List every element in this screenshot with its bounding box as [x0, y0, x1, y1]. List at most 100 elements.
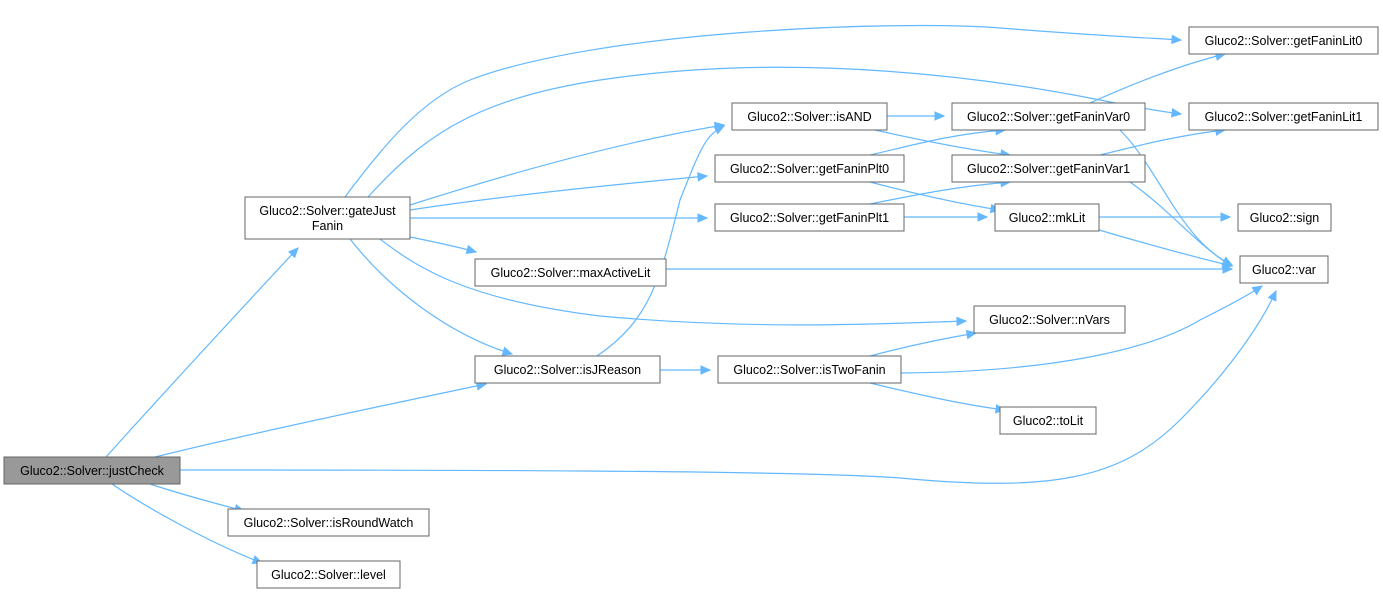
nodes-layer: Gluco2::Solver::justCheckGluco2::Solver:… [3, 26, 1379, 589]
node-label: Gluco2::Solver::getFaninLit0 [1205, 34, 1363, 48]
node-label: Gluco2::Solver::justCheck [20, 464, 165, 478]
node-nVars[interactable]: Gluco2::Solver::nVars [973, 305, 1126, 334]
edge-line [1089, 53, 1226, 104]
edge-maxActiveLit-to-var [666, 264, 1234, 274]
node-label: Gluco2::var [1252, 263, 1316, 277]
node-label: Gluco2::Solver::isRoundWatch [244, 516, 414, 530]
node-box [3, 456, 181, 485]
node-box [951, 102, 1146, 131]
edge-isTwoFanin-to-nVars [869, 329, 978, 357]
node-box [973, 305, 1126, 334]
node-box [731, 102, 888, 131]
node-box [1188, 102, 1379, 131]
edge-gateJustFanin-to-isAND [409, 121, 726, 206]
edge-line [869, 332, 977, 357]
node-mkLit[interactable]: Gluco2::mkLit [994, 203, 1100, 232]
node-toLit[interactable]: Gluco2::toLit [999, 406, 1097, 435]
edge-line [111, 483, 263, 564]
node-getFaninVar1[interactable]: Gluco2::Solver::getFaninVar1 [951, 154, 1146, 183]
edge-line [105, 247, 299, 458]
node-getFaninLit1[interactable]: Gluco2::Solver::getFaninLit1 [1188, 102, 1379, 131]
node-box [1239, 255, 1329, 284]
edge-line [409, 236, 477, 253]
edge-gateJustFanin-to-isJReason [349, 238, 514, 356]
node-label: Gluco2::toLit [1013, 414, 1084, 428]
node-label: Fanin [312, 219, 343, 233]
node-level[interactable]: Gluco2::Solver::level [256, 560, 401, 589]
edge-isTwoFanin-to-var [900, 285, 1264, 374]
edge-line [869, 181, 1001, 211]
edge-isJReason-to-isAND [596, 125, 726, 357]
node-label: Gluco2::Solver::isTwoFanin [733, 363, 885, 377]
edge-line [1098, 229, 1233, 267]
node-getFaninLit0[interactable]: Gluco2::Solver::getFaninLit0 [1188, 26, 1379, 55]
arrowhead-icon [1220, 212, 1232, 222]
edge-getFaninPlt1-to-mkLit [904, 212, 989, 222]
node-box [1188, 26, 1379, 55]
node-box [714, 154, 905, 183]
arrowhead-icon [977, 212, 989, 222]
arrowhead-icon [956, 316, 968, 327]
edge-isAND-to-getFaninVar1 [874, 129, 1012, 159]
edge-line [869, 181, 1011, 205]
node-box [994, 203, 1100, 232]
edge-gateJustFanin-to-nVars [379, 238, 968, 327]
edge-justCheck-to-isJReason [154, 381, 488, 458]
edge-line [900, 285, 1263, 374]
node-label: Gluco2::Solver::maxActiveLit [491, 266, 651, 280]
node-label: Gluco2::Solver::getFaninVar1 [967, 162, 1130, 176]
arrowhead-icon [713, 125, 726, 135]
node-isRoundWatch[interactable]: Gluco2::Solver::isRoundWatch [227, 508, 430, 537]
edge-mkLit-to-sign [1099, 212, 1232, 222]
arrowhead-icon [1251, 285, 1264, 296]
node-getFaninPlt0[interactable]: Gluco2::Solver::getFaninPlt0 [714, 154, 905, 183]
edge-line [869, 382, 1006, 411]
arrowhead-icon [934, 111, 946, 121]
node-maxActiveLit[interactable]: Gluco2::Solver::maxActiveLit [474, 258, 667, 287]
arrowhead-icon [1171, 34, 1183, 45]
node-getFaninPlt1[interactable]: Gluco2::Solver::getFaninPlt1 [714, 203, 905, 232]
node-justCheck[interactable]: Gluco2::Solver::justCheck [3, 456, 181, 485]
node-box [244, 196, 411, 240]
edge-line [409, 124, 725, 206]
node-box [474, 355, 661, 384]
node-box [717, 355, 902, 384]
node-isJReason[interactable]: Gluco2::Solver::isJReason [474, 355, 661, 384]
node-isTwoFanin[interactable]: Gluco2::Solver::isTwoFanin [717, 355, 902, 384]
edge-line [409, 175, 708, 211]
node-label: Gluco2::Solver::getFaninPlt0 [730, 162, 889, 176]
arrowhead-icon [1170, 108, 1183, 118]
edge-isAND-to-getFaninVar0 [886, 111, 946, 121]
edge-justCheck-to-gateJustFanin [105, 247, 299, 458]
node-label: Gluco2::Solver::getFaninVar0 [967, 110, 1130, 124]
edge-line [1099, 129, 1226, 156]
node-sign[interactable]: Gluco2::sign [1237, 203, 1332, 232]
node-label: Gluco2::Solver::getFaninLit1 [1205, 110, 1363, 124]
arrowhead-icon [1222, 264, 1234, 274]
node-isAND[interactable]: Gluco2::Solver::isAND [731, 102, 888, 131]
arrowhead-icon [1267, 289, 1277, 302]
node-box [999, 406, 1097, 435]
edge-getFaninPlt0-to-getFaninVar0 [869, 125, 1007, 156]
edge-gateJustFanin-to-getFaninPlt1 [410, 213, 709, 223]
node-label: Gluco2::sign [1250, 211, 1320, 225]
edge-isJReason-to-isTwoFanin [659, 365, 712, 375]
edge-line [869, 129, 1006, 156]
edge-gateJustFanin-to-getFaninPlt0 [409, 172, 709, 211]
arrowhead-icon [697, 213, 709, 223]
edge-line [149, 483, 245, 512]
edge-gateJustFanin-to-getFaninLit0 [344, 24, 1183, 198]
node-box [1237, 203, 1332, 232]
edge-line [349, 238, 513, 355]
edge-line [1129, 181, 1233, 267]
edge-getFaninVar0-to-getFaninLit0 [1089, 51, 1227, 104]
node-box [256, 560, 401, 589]
node-var[interactable]: Gluco2::var [1239, 255, 1329, 284]
edge-line [179, 290, 1277, 484]
arrowhead-icon [697, 172, 709, 182]
edge-line [379, 238, 967, 326]
node-getFaninVar0[interactable]: Gluco2::Solver::getFaninVar0 [951, 102, 1146, 131]
arrowhead-icon [501, 346, 514, 356]
arrowhead-icon [465, 244, 478, 255]
